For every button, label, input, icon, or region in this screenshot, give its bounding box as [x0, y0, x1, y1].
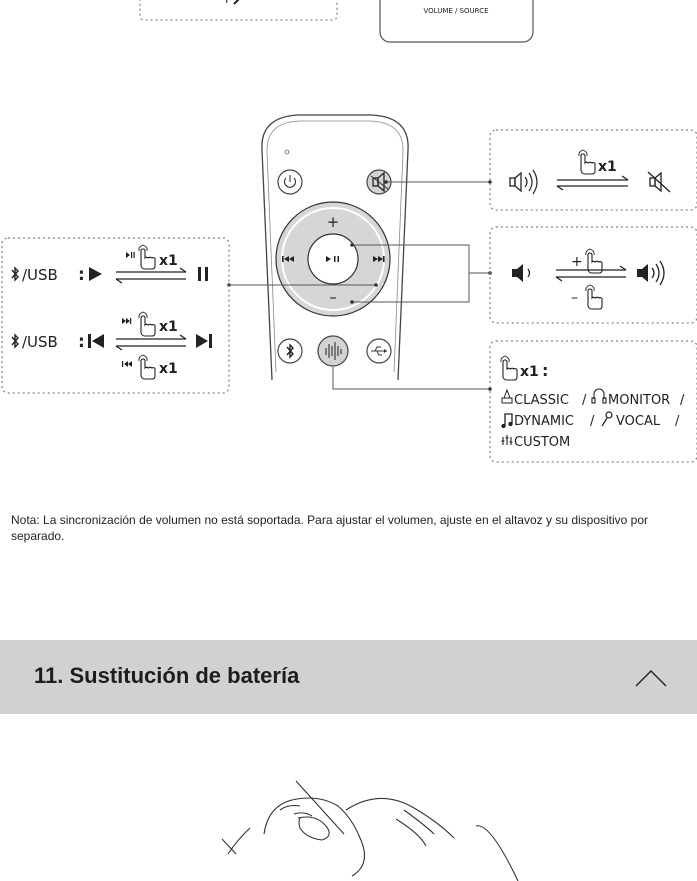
toggle-arrows-icon — [555, 265, 627, 282]
remote-control: + – — [261, 114, 409, 381]
volume-up-button[interactable]: + — [327, 213, 340, 231]
top-arrow-icon — [226, 0, 240, 5]
volume-plus-label: + — [571, 254, 583, 270]
equalizer-icon — [501, 435, 513, 445]
prev-track-small-icon — [122, 361, 132, 367]
bt-skip-press-bottom: x1 — [159, 361, 178, 377]
press-hand-icon — [138, 244, 156, 270]
toggle-arrows-icon — [556, 175, 629, 191]
play-pause-button[interactable] — [307, 233, 359, 285]
eq-mode-custom: CUSTOM — [514, 435, 570, 450]
toggle-arrows-icon — [115, 267, 187, 284]
volume-source-box — [379, 0, 534, 43]
bt-skip-press-top: x1 — [159, 319, 178, 335]
eq-button[interactable] — [317, 335, 349, 367]
chevron-up-icon[interactable] — [633, 660, 669, 694]
prev-icon — [88, 334, 104, 348]
microphone-icon — [601, 411, 613, 427]
bt-usb-callout — [1, 237, 230, 394]
bluetooth-button[interactable] — [277, 338, 303, 364]
eq-separator: / — [675, 414, 680, 429]
eq-separator: / — [582, 393, 587, 408]
press-hand-icon — [585, 284, 603, 310]
led-indicator — [284, 149, 290, 155]
toggle-arrows-icon — [115, 334, 187, 351]
next-icon — [196, 334, 212, 348]
section-title: 11. Sustitución de batería — [34, 663, 300, 688]
prev-track-icon[interactable] — [282, 256, 294, 262]
press-hand-icon — [500, 355, 518, 381]
volume-down-button[interactable]: – — [329, 288, 337, 306]
music-note-icon — [501, 413, 513, 429]
bluetooth-icon — [11, 267, 19, 281]
power-button[interactable] — [277, 169, 303, 195]
eq-separator: / — [590, 414, 595, 429]
eq-mode-vocal: VOCAL — [616, 414, 661, 429]
connector-lines — [229, 181, 490, 390]
volume-source-label: VOLUME / SOURCE — [423, 7, 488, 15]
eq-mode-monitor: MONITOR — [608, 393, 670, 408]
mute-callout — [489, 129, 697, 211]
press-hand-icon — [138, 311, 156, 337]
next-track-icon[interactable] — [373, 256, 385, 262]
eq-press-label: x1 — [520, 364, 539, 380]
play-pause-small-icon — [126, 252, 135, 258]
mute-button[interactable] — [366, 169, 392, 195]
muted-speaker-icon — [647, 171, 671, 193]
speaker-icon — [509, 169, 538, 195]
next-track-small-icon — [122, 318, 132, 324]
pause-icon — [198, 267, 208, 281]
speaker-low-icon — [512, 264, 531, 282]
mute-press-label: x1 — [598, 159, 617, 175]
battery-replacement-illustration — [221, 780, 519, 881]
bluetooth-icon — [11, 334, 19, 348]
eq-separator: / — [680, 393, 685, 408]
play-icon — [89, 267, 102, 281]
eq-mode-classic: CLASSIC — [514, 393, 569, 408]
eq-mode-dynamic: DYNAMIC — [514, 414, 574, 429]
monitor-icon — [591, 388, 607, 404]
press-hand-icon — [138, 354, 156, 380]
bt-skip-label: /USB — [22, 333, 58, 351]
volume-minus-label: – — [571, 290, 578, 306]
bt-play-press-label: x1 — [159, 253, 178, 269]
bt-play-label: /USB — [22, 266, 58, 284]
usb-button[interactable] — [366, 338, 392, 364]
press-hand-icon — [578, 149, 596, 175]
eq-callout — [489, 340, 697, 463]
battery-section-header[interactable]: 11. Sustitución de batería — [0, 640, 697, 714]
remote-diagram: VOLUME / SOURCE + – — [1, 0, 697, 463]
bt-skip-colon: : — [78, 332, 85, 352]
classic-icon — [501, 388, 513, 404]
top-left-dotted-box — [139, 0, 338, 21]
speaker-high-icon — [637, 260, 665, 286]
bt-play-colon: : — [78, 265, 85, 285]
volume-sync-note: Nota: La sincronización de volumen no es… — [11, 513, 649, 543]
eq-colon: : — [542, 361, 548, 380]
